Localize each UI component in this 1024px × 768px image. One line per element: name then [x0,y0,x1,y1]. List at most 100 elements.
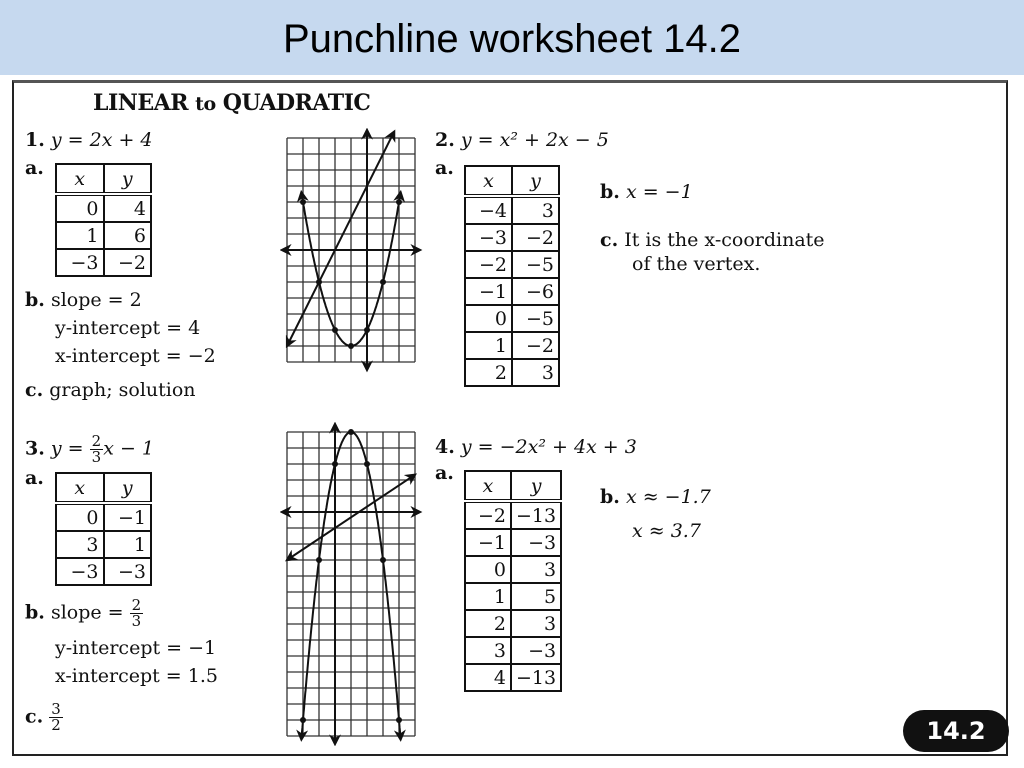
plotted-point [332,461,338,467]
table-cell: 4 [102,193,152,223]
plotted-point [364,461,370,467]
worksheet [12,80,1008,756]
table-cell: 2 [464,609,512,638]
p1-b: b. slope = 2 [25,289,142,311]
table-cell: 0 [464,555,512,584]
table-cell: −6 [511,277,560,306]
table-cell: −1 [102,502,152,532]
table-row: 0−5 [464,304,560,333]
p2-c-line2: of the vertex. [632,253,761,275]
p4-equation: 4. y = −2x² + 4x + 3 [435,436,637,458]
table-cell: 3 [509,609,563,638]
table-cell: −2 [464,500,512,530]
p1-y-intercept: y-intercept = 4 [55,317,201,339]
plotted-point [396,199,402,205]
p1-a-label: a. [25,157,44,179]
table-row: −2−13 [464,500,563,530]
p1-c: c. graph; solution [25,379,196,401]
heading-word: to [195,93,216,115]
table-cell: 3 [511,195,560,225]
p3-x-intercept: x-intercept = 1.5 [55,665,218,687]
table-cell: −1 [464,528,512,557]
p1-x-intercept: x-intercept = −2 [55,345,216,367]
table-cell: 3 [464,636,512,665]
table-cell: 4 [464,663,512,692]
section-badge: 14.2 [903,710,1009,752]
table-cell: 1 [464,582,512,611]
linear-function-line [285,473,417,562]
column-header: x [55,472,105,505]
table-cell: 0 [464,304,513,333]
table-cell: −2 [511,223,560,252]
p2-a-label: a. [435,157,454,179]
column-header: y [102,472,152,505]
linear-function-line [285,129,396,349]
table-row: −3−2 [464,223,560,252]
column-header: y [509,470,563,503]
p1-graph [280,128,423,373]
p2-c: c. It is the x-coordinate [600,229,825,251]
p2-equation: 2. y = x² + 2x − 5 [435,129,609,151]
table-cell: 0 [55,502,105,532]
p1-equation: 1. y = 2x + 4 [25,129,153,151]
table-row: −1−3 [464,528,563,557]
p2-b: b. x = −1 [600,181,693,203]
table-cell: −5 [511,304,560,333]
heading-word: LINEAR [93,90,189,116]
p3-y-intercept: y-intercept = −1 [55,637,217,659]
column-header: x [464,470,512,503]
table-cell: −3 [464,223,513,252]
plotted-point [300,199,306,205]
table-cell: −3 [55,248,105,277]
table-cell: 2 [464,358,513,387]
table-cell: 1 [102,530,152,559]
table-cell: 5 [509,582,563,611]
p4-b2: x ≈ 3.7 [632,520,701,542]
worksheet-heading: LINEAR to QUADRATIC [93,90,371,116]
plotted-point [300,717,306,723]
plotted-point [316,279,322,285]
table-cell: 3 [55,530,105,559]
table-row: 0−1 [55,502,152,532]
column-header: x [464,165,513,198]
heading-word: QUADRATIC [222,90,371,116]
table-cell: −13 [509,500,563,530]
slide-title: Punchline worksheet 14.2 [282,17,742,61]
table-cell: −2 [511,331,560,360]
table-row: −3−3 [55,557,152,586]
slide-title-bar: Punchline worksheet 14.2 [0,0,1024,75]
table-cell: −3 [509,528,563,557]
table-cell: −5 [511,250,560,279]
table-cell: −4 [464,195,513,225]
plotted-point [364,327,370,333]
table-cell: 6 [102,221,152,250]
plotted-point [348,429,354,435]
table-cell: −3 [509,636,563,665]
plotted-point [396,717,402,723]
column-header: y [511,165,560,198]
table-row: 3−3 [464,636,563,665]
p4-a-label: a. [435,462,454,484]
table-row: 1−2 [464,331,560,360]
column-header: x [55,163,105,196]
table-cell: 3 [509,555,563,584]
table-row: −3−2 [55,248,152,277]
table-cell: 3 [511,358,560,387]
table-cell: −2 [102,248,152,277]
table-cell: 0 [55,193,105,223]
plotted-point [348,343,354,349]
plotted-point [332,327,338,333]
